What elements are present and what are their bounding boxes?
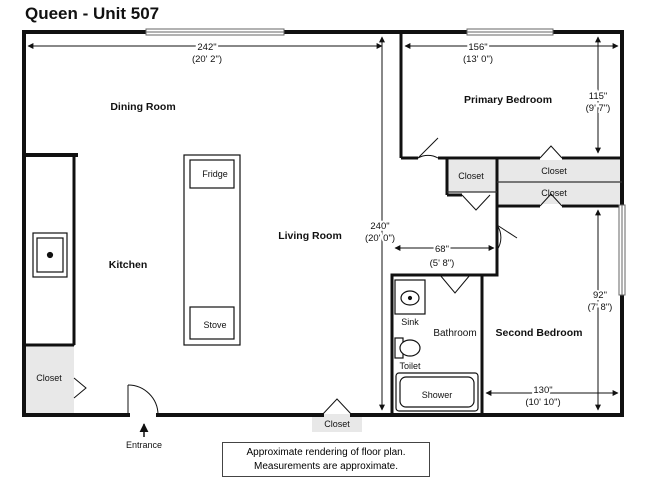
fixture-labels: Bathroom Fridge Stove Sink Toilet Shower… [36, 166, 567, 450]
bath-closet-label: Closet [458, 171, 484, 181]
main-width-ft-label: (20' 2") [192, 54, 222, 65]
second-bedroom-label: Second Bedroom [496, 327, 583, 339]
disclaimer-line-1: Approximate rendering of floor plan. [246, 447, 406, 458]
bathroom-label: Bathroom [433, 328, 476, 339]
kitchen-label: Kitchen [109, 259, 148, 271]
stove-label: Stove [203, 320, 226, 330]
sink-label: Sink [401, 317, 419, 327]
hall-width-ft-label: (5' 8") [430, 258, 455, 269]
entrance-label: Entrance [126, 440, 162, 450]
kitchen-counters [23, 154, 241, 346]
second-width-ft-label: (10' 10") [525, 397, 560, 408]
main-depth-label: 240" [370, 221, 389, 232]
main-width-label: 242" [197, 42, 216, 53]
primary-depth-label: 115" [589, 91, 608, 102]
disclaimer-line-2: Measurements are approximate. [254, 461, 398, 472]
primary-closet-label: Closet [541, 166, 567, 176]
primary-width-label: 156" [468, 42, 487, 53]
second-depth-label: 92" [593, 290, 607, 301]
fridge-label: Fridge [202, 169, 228, 179]
toilet-label: Toilet [399, 361, 421, 371]
kitchen-closet-label: Closet [36, 373, 62, 383]
entry-closet-label: Closet [324, 419, 350, 429]
second-closet-label: Closet [541, 188, 567, 198]
closet-dividers [447, 181, 622, 193]
closet-fills [24, 160, 622, 432]
doors [73, 137, 563, 416]
bath-fixtures [394, 279, 479, 412]
disclaimer-note: Approximate rendering of floor plan. Mea… [222, 442, 430, 477]
exterior-walls [22, 30, 624, 417]
primary-width-ft-label: (13' 0") [463, 54, 493, 65]
room-labels: Dining Room Living Room Kitchen Primary … [109, 94, 583, 339]
hall-width-label: 68" [435, 244, 449, 255]
dining-room-label: Dining Room [110, 101, 175, 113]
living-room-label: Living Room [278, 230, 342, 242]
interior-walls [24, 32, 622, 415]
windows [145, 28, 626, 296]
shower-label: Shower [422, 390, 453, 400]
primary-depth-ft-label: (9' 7") [586, 103, 611, 114]
dimension-labels: 242" (20' 2") 240" (20' 0") 156" (13' 0"… [192, 40, 614, 410]
second-width-label: 130" [533, 385, 552, 396]
main-depth-ft-label: (20' 0") [365, 233, 395, 244]
dimension-lines [27, 36, 619, 411]
plan-title: Queen - Unit 507 [25, 4, 159, 23]
second-depth-ft-label: (7' 8") [588, 302, 613, 313]
primary-bedroom-label: Primary Bedroom [464, 94, 552, 106]
